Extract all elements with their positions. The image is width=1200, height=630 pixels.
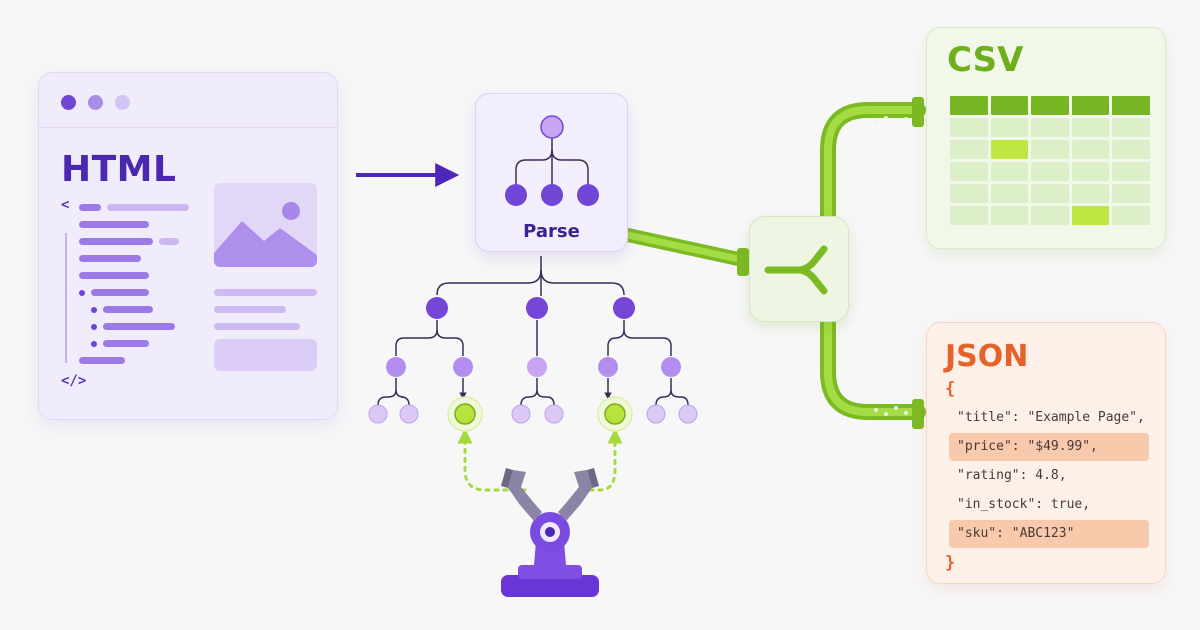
csv-row — [950, 118, 1150, 137]
code-bullet — [91, 341, 97, 347]
tree-icon — [505, 115, 599, 206]
csv-cell — [990, 184, 1029, 203]
code-bullet — [79, 290, 85, 296]
csv-cell — [950, 184, 988, 203]
csv-cell — [1112, 140, 1150, 159]
code-open-tag: < — [61, 197, 70, 213]
robotic-claw-icon — [501, 468, 599, 597]
csv-table — [947, 93, 1153, 228]
csv-cell — [1031, 206, 1069, 225]
json-close-brace: } — [945, 553, 956, 573]
csv-cell — [1071, 96, 1110, 115]
csv-row — [950, 162, 1150, 181]
json-line: "price": "$49.99", — [949, 433, 1149, 461]
csv-cell — [1112, 184, 1150, 203]
csv-cell — [1112, 118, 1150, 137]
code-indent-guide — [65, 233, 67, 363]
csv-cell — [1031, 96, 1069, 115]
csv-cell — [1031, 140, 1069, 159]
code-bullet — [91, 307, 97, 313]
content-line — [214, 306, 286, 313]
csv-cell — [1112, 162, 1150, 181]
pipe-flange-parse — [737, 248, 749, 276]
parse-card: Parse — [475, 93, 628, 252]
csv-cell — [1031, 184, 1069, 203]
csv-cell — [1071, 162, 1110, 181]
content-line — [214, 289, 317, 296]
csv-cell — [950, 140, 988, 159]
image-placeholder-icon — [214, 183, 317, 267]
json-output-card: JSON { "title": "Example Page", "price": … — [926, 322, 1166, 584]
window-titlebar — [39, 73, 337, 128]
json-open-brace: { — [945, 379, 956, 399]
claw-targets — [457, 428, 623, 492]
code-line — [79, 221, 149, 228]
json-line: "in_stock": true, — [957, 497, 1091, 512]
csv-row — [950, 206, 1150, 225]
code-line — [79, 357, 125, 364]
code-line — [107, 204, 189, 211]
csv-cell — [950, 206, 988, 225]
code-line — [103, 340, 149, 347]
parse-label: Parse — [523, 221, 580, 242]
csv-cell — [990, 118, 1029, 137]
csv-cell — [1071, 184, 1110, 203]
tree-nodes — [368, 297, 698, 424]
csv-cell — [990, 96, 1029, 115]
csv-row — [950, 140, 1150, 159]
code-line — [159, 238, 179, 245]
csv-cell — [1112, 96, 1150, 115]
selected-nodes — [447, 396, 633, 432]
csv-cell — [950, 96, 988, 115]
csv-cell — [1071, 206, 1110, 225]
pipe-rivets — [874, 116, 908, 416]
json-line: "sku": "ABC123" — [949, 520, 1149, 548]
code-line — [103, 323, 175, 330]
csv-cell — [990, 140, 1029, 159]
csv-header-row — [950, 96, 1150, 115]
split-arrow-icon — [764, 245, 828, 295]
json-title: JSON — [945, 339, 1029, 374]
json-line: "rating": 4.8, — [957, 468, 1067, 483]
csv-cell — [1071, 118, 1110, 137]
html-source-card: HTML < </> — [38, 72, 338, 420]
pipes — [621, 102, 926, 420]
csv-cell — [950, 162, 988, 181]
code-line — [79, 238, 153, 245]
html-title: HTML — [61, 149, 177, 190]
csv-cell — [1031, 118, 1069, 137]
json-line: "title": "Example Page", — [957, 410, 1145, 425]
csv-row — [950, 184, 1150, 203]
pipe-flange-json — [912, 399, 924, 429]
content-line — [214, 323, 300, 330]
window-dot-icon — [61, 95, 76, 110]
csv-output-card: CSV — [926, 27, 1166, 249]
code-close-tag: </> — [61, 373, 87, 389]
split-card — [749, 216, 849, 322]
code-line — [79, 272, 149, 279]
code-line — [79, 255, 141, 262]
code-line — [91, 289, 149, 296]
code-line — [103, 306, 153, 313]
csv-cell — [1071, 140, 1110, 159]
code-line — [79, 204, 101, 211]
csv-cell — [990, 206, 1029, 225]
pipe-flange-csv — [912, 97, 924, 127]
html-button-placeholder — [214, 339, 317, 371]
csv-cell — [1031, 162, 1069, 181]
window-dot-icon — [115, 95, 130, 110]
csv-cell — [950, 118, 988, 137]
csv-cell — [990, 162, 1029, 181]
window-dot-icon — [88, 95, 103, 110]
code-bullet — [91, 324, 97, 330]
parse-tree — [377, 256, 689, 406]
csv-title: CSV — [947, 40, 1024, 80]
csv-cell — [1112, 206, 1150, 225]
